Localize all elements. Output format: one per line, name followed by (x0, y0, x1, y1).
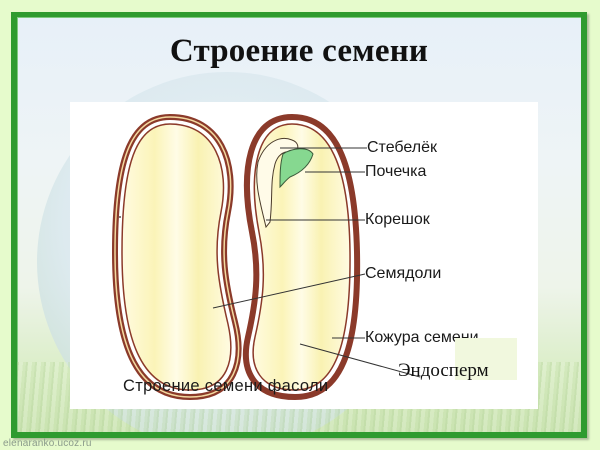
diagram-caption: Строение семени фасоли (123, 377, 329, 395)
slide-title: Строение семени (169, 33, 429, 69)
watermark: elenaranko.ucoz.ru (3, 438, 92, 449)
label-endosperm: Эндосперм (398, 360, 489, 381)
leader-lines (212, 147, 421, 378)
label-stem: Стебелёк (367, 139, 438, 156)
endosperm-label-box (455, 338, 517, 380)
label-cotyledons: Семядоли (365, 265, 442, 282)
embryo (256, 138, 314, 229)
slide-frame: Строение семени (11, 12, 587, 438)
right-cotyledon (242, 113, 361, 401)
label-root: Корешок (365, 211, 430, 228)
label-bud: Почечка (365, 163, 427, 180)
bean-seed-diagram (111, 113, 421, 401)
label-seed-coat: Кожура семени (365, 329, 479, 346)
left-cotyledon (111, 113, 242, 401)
